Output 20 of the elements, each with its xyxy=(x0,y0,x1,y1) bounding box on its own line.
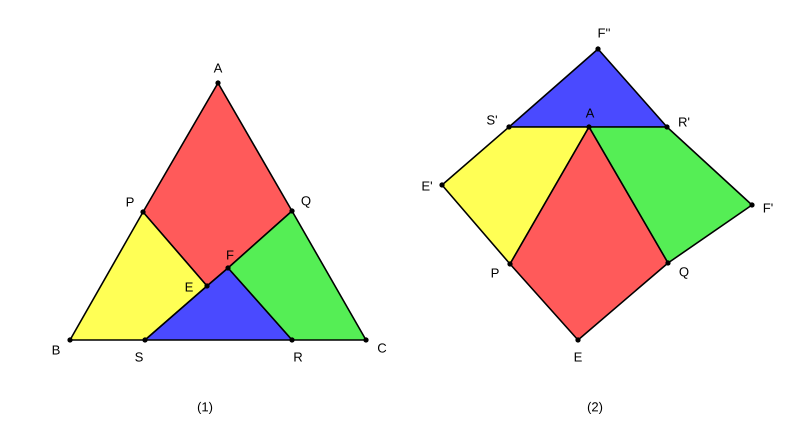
point-label: A xyxy=(214,64,222,72)
point-label: A xyxy=(586,108,594,118)
point-label: B xyxy=(52,346,60,354)
point-label: E xyxy=(186,282,193,292)
point-label: P xyxy=(126,198,134,206)
figure-number: (1) xyxy=(198,402,212,414)
point-label: F xyxy=(227,250,234,260)
point-label: R' xyxy=(679,118,690,126)
point-label: R xyxy=(294,352,302,362)
point-label: S xyxy=(135,352,143,362)
point-label: Q xyxy=(302,196,310,208)
point-label: E' xyxy=(422,182,432,190)
point-label: C xyxy=(378,343,386,353)
point-label: E xyxy=(574,352,582,362)
point-label: Q xyxy=(680,267,688,279)
point-label: S' xyxy=(487,115,497,125)
point-label: F' xyxy=(764,204,773,212)
point-label: F'' xyxy=(598,28,610,38)
figure-number: (2) xyxy=(588,402,602,414)
point-label: P xyxy=(492,268,499,278)
